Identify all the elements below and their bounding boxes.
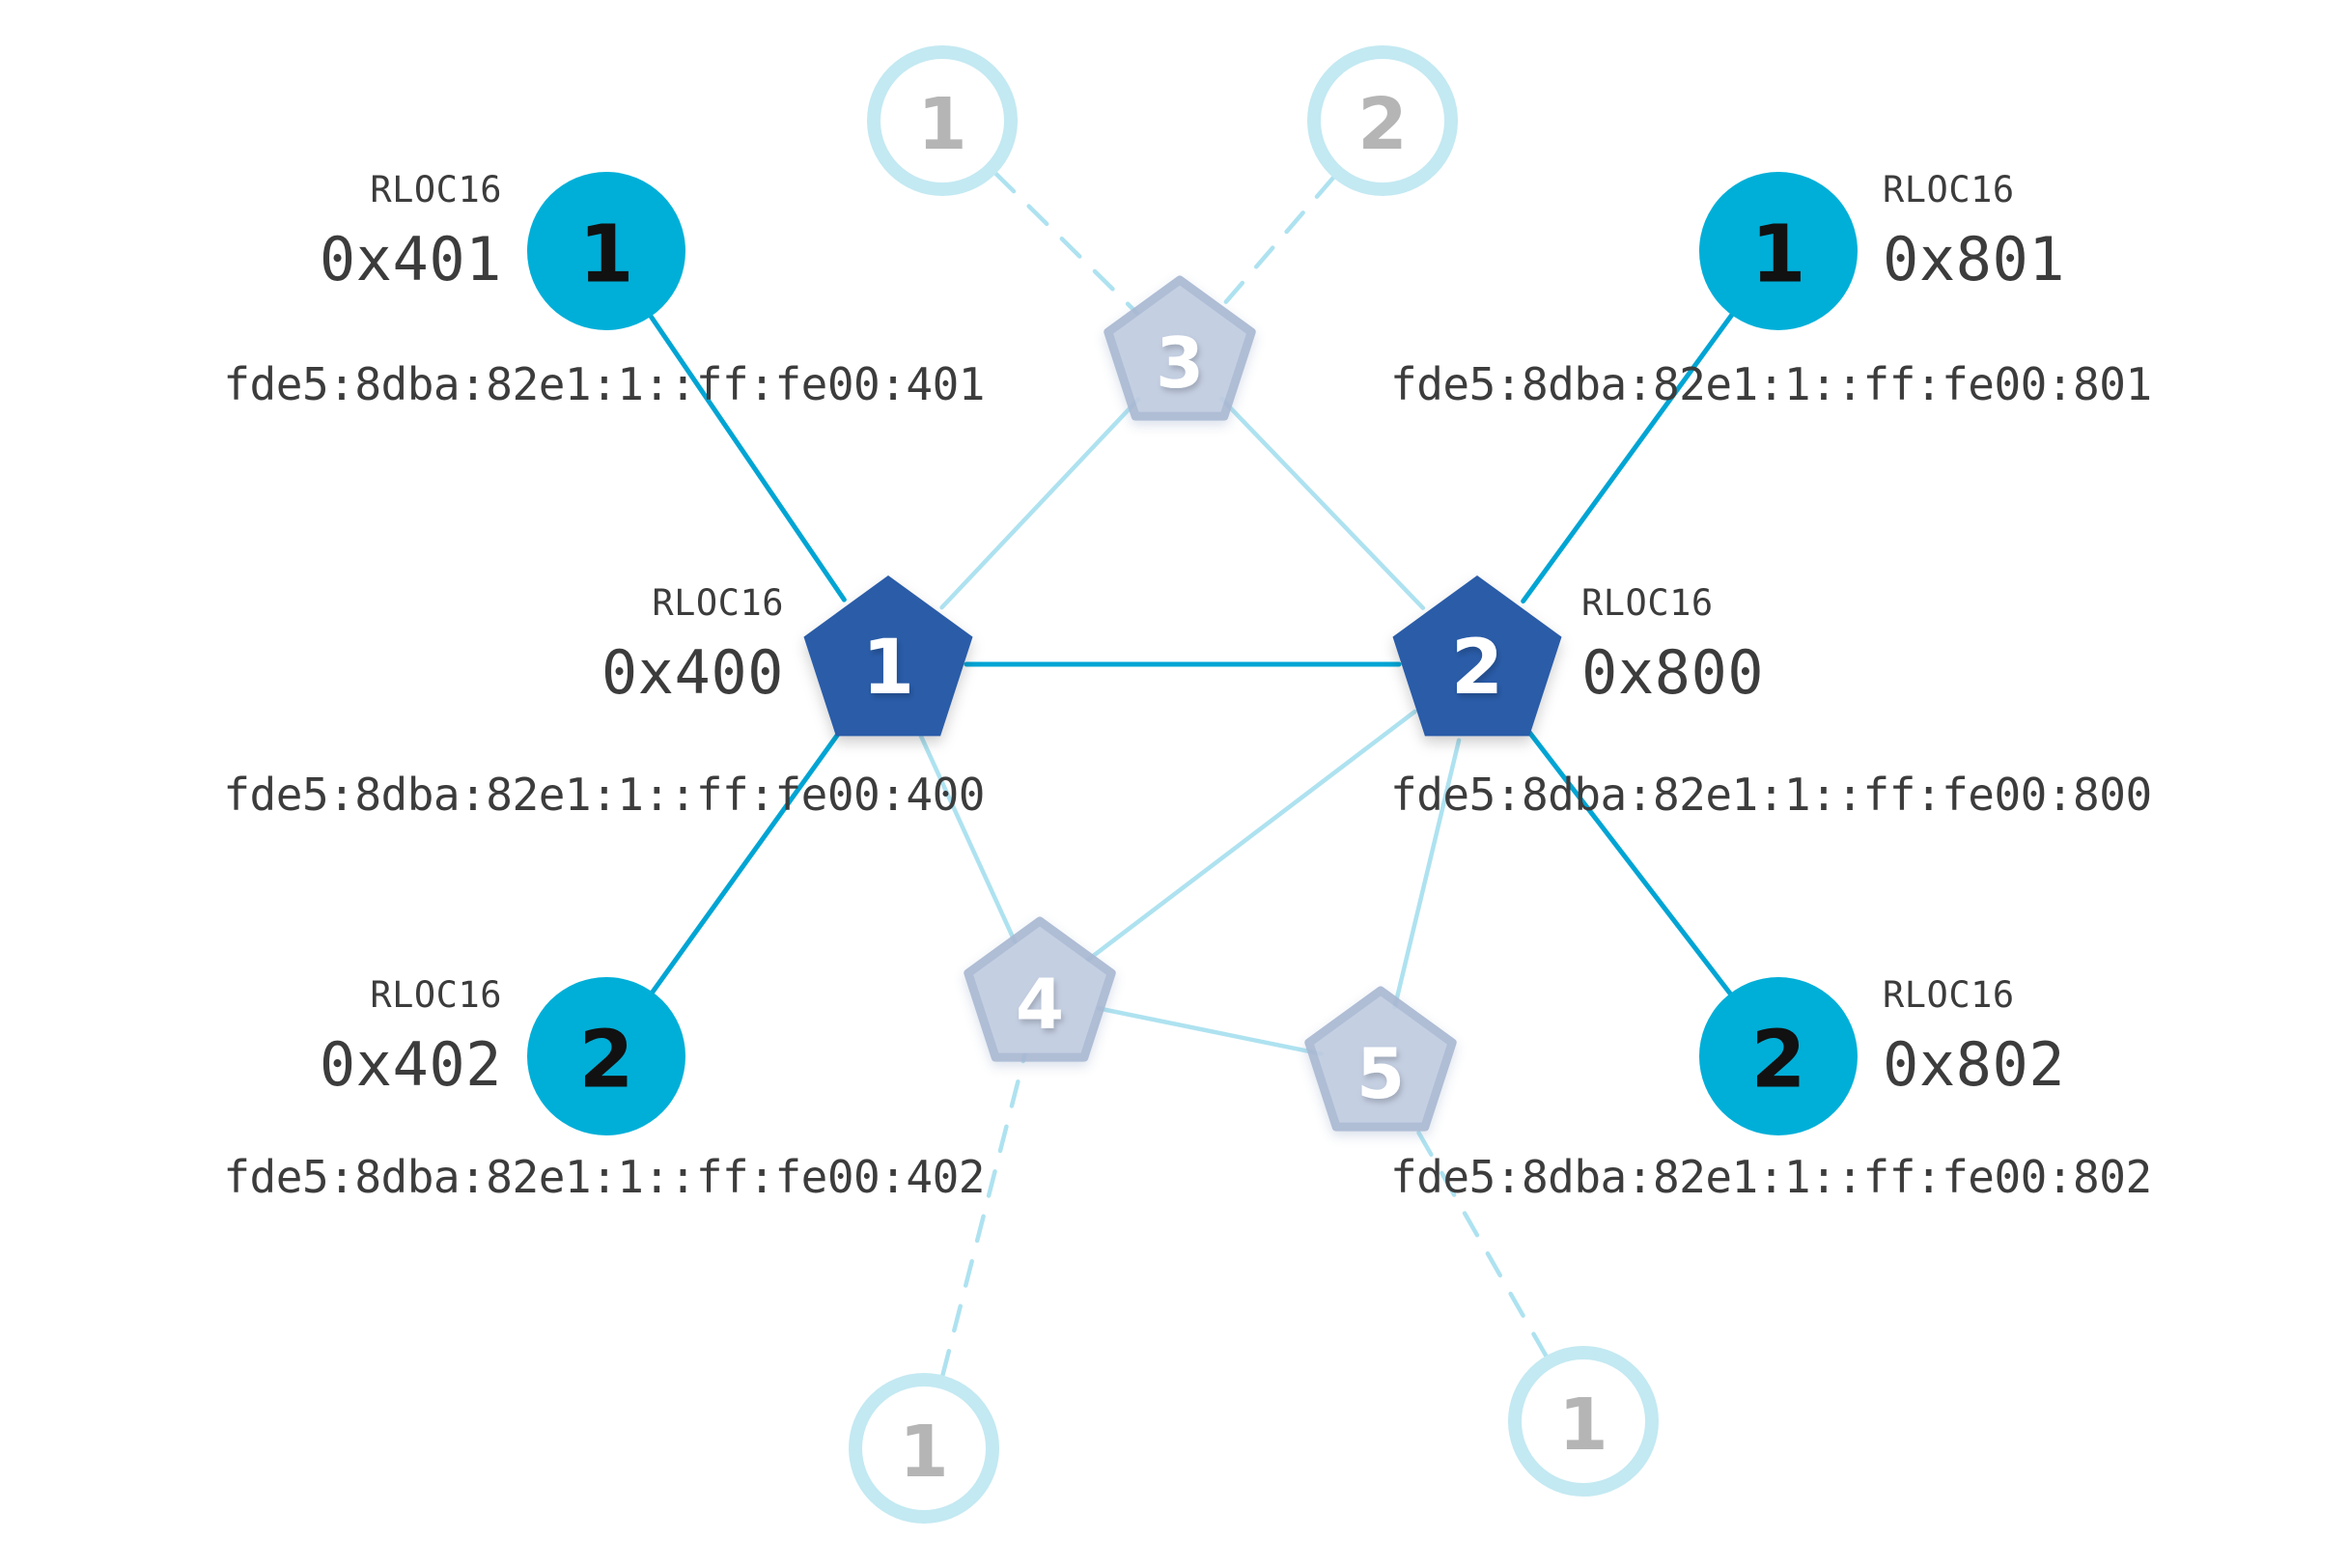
node-g2[interactable]: 2 [1307,45,1458,196]
node-c401[interactable]: 1 [527,172,685,330]
rloc16-value: 0x801 [1883,224,2066,294]
rloc16-caption: RLOC16 [370,974,502,1016]
ipv6-address: fde5:8dba:82e1:1::ff:fe00:801 [1390,358,2152,410]
rloc16-caption: RLOC16 [652,582,784,624]
node-p3[interactable]: 3 [1104,275,1256,421]
node-label: 5 [1356,1033,1405,1114]
node-label: 2 [1750,1015,1805,1106]
ipv6-address: fde5:8dba:82e1:1::ff:fe00:401 [223,358,985,410]
link-c802-r800 [1522,723,1733,996]
node-label: 1 [862,625,914,712]
link-r800-p4 [1085,709,1417,963]
nodes-layer: 1 2 3 4 5 1 1 1 1 2 2 1 2 [527,45,1858,1524]
rloc16-caption: RLOC16 [1883,169,2015,210]
node-g3[interactable]: 1 [849,1373,999,1524]
ipv6-address: fde5:8dba:82e1:1::ff:fe00:800 [1390,769,2152,821]
rloc16-value: 0x400 [601,637,784,708]
ghost-child-circle [849,1373,999,1524]
child-circle [1699,172,1858,330]
ghost-router-pentagon [1304,986,1457,1132]
child-circle [1699,977,1858,1135]
node-c402[interactable]: 2 [527,977,685,1135]
node-label: 2 [1451,625,1503,712]
node-c801[interactable]: 1 [1699,172,1858,330]
node-g4[interactable]: 1 [1508,1346,1659,1497]
node-c802[interactable]: 2 [1699,977,1858,1135]
node-r800[interactable]: 2 [1392,575,1562,737]
link-p4-p5 [1096,1006,1325,1056]
link-g2-p3 [1216,175,1336,313]
link-c402-r400 [650,725,846,994]
links-layer [648,171,1735,1378]
ghost-router-pentagon [964,916,1116,1062]
rloc16-value: 0x800 [1581,637,1765,708]
rloc16-caption: RLOC16 [370,169,502,210]
child-circle [527,977,685,1135]
ipv6-address: fde5:8dba:82e1:1::ff:fe00:402 [223,1151,985,1203]
node-p5[interactable]: 5 [1304,986,1457,1132]
link-r400-p3 [939,397,1141,610]
node-g1[interactable]: 1 [867,45,1018,196]
node-label: 1 [578,210,633,301]
link-r800-p5 [1392,738,1462,1010]
node-label: 2 [578,1015,633,1106]
node-label: 3 [1156,322,1204,404]
node-r400[interactable]: 1 [803,575,973,737]
node-label: 4 [1016,964,1064,1045]
rloc16-value: 0x802 [1883,1029,2066,1100]
rloc16-value: 0x402 [319,1029,502,1100]
ghost-router-pentagon [1104,275,1256,421]
ipv6-address: fde5:8dba:82e1:1::ff:fe00:802 [1390,1151,2152,1203]
node-label: 1 [1750,210,1805,301]
link-g3-p4 [940,1052,1027,1378]
node-label: 2 [1357,83,1408,166]
link-c801-r800 [1521,312,1735,604]
router-pentagon [803,575,973,737]
node-label: 1 [917,83,967,166]
ghost-child-circle [1508,1346,1659,1497]
link-c401-r400 [648,314,847,602]
link-r800-p3 [1219,396,1426,610]
link-g4-p5 [1408,1115,1549,1358]
link-g1-p3 [993,171,1139,316]
rloc16-caption: RLOC16 [1883,974,2015,1016]
child-circle [527,172,685,330]
link-r400-p4 [918,733,1018,944]
node-label: 1 [899,1411,949,1494]
router-pentagon [1392,575,1562,737]
ipv6-address: fde5:8dba:82e1:1::ff:fe00:400 [223,769,985,821]
ghost-child-circle [867,45,1018,196]
node-label: 1 [1558,1384,1608,1467]
ghost-child-circle [1307,45,1458,196]
node-p4[interactable]: 4 [964,916,1116,1062]
rloc16-value: 0x401 [319,224,502,294]
rloc16-caption: RLOC16 [1581,582,1714,624]
